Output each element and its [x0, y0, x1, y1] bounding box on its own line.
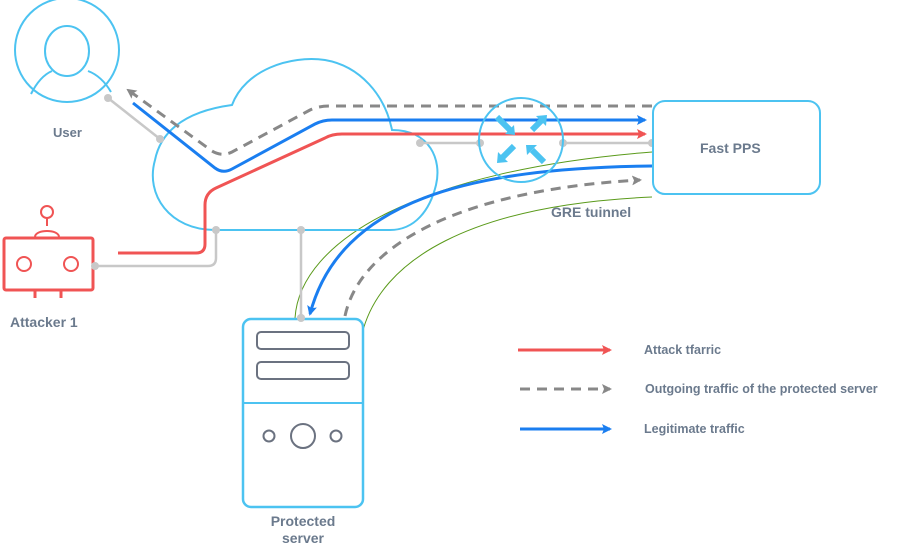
legend-attack-label: Attack tfarric [644, 343, 722, 357]
legend [518, 345, 612, 434]
fast-pps-node [652, 100, 821, 195]
gre-tunnel-lower-boundary [361, 196, 653, 335]
user-icon [14, 0, 120, 103]
attacker-label: Attacker 1 [10, 314, 78, 330]
gre-router-icon [478, 97, 564, 183]
outgoing-traffic-from-server [343, 175, 642, 317]
user-label: User [53, 125, 82, 140]
fast-pps-label: Fast PPS [700, 140, 761, 156]
gre-tunnel-upper-boundary [294, 151, 653, 319]
internet-cloud [151, 58, 439, 231]
connector-lines [95, 97, 652, 318]
protected-server-label-line2: server [281, 530, 325, 546]
protected-server-label: Protected server [253, 513, 353, 547]
attacker-robot-icon [2, 205, 95, 298]
legitimate-traffic-user-to-pps [132, 101, 647, 173]
protected-server-label-line1: Protected [270, 513, 336, 529]
legend-legitimate-label: Legitimate traffic [644, 422, 745, 436]
legitimate-traffic-pps-to-server [307, 164, 653, 316]
legend-outgoing-label: Outgoing traffic of the protected server [645, 382, 878, 396]
gre-tunnel-label: GRE tuinnel [551, 204, 632, 220]
attack-traffic [118, 129, 647, 255]
outgoing-traffic-to-user [126, 88, 652, 156]
protected-server-icon [241, 317, 365, 509]
